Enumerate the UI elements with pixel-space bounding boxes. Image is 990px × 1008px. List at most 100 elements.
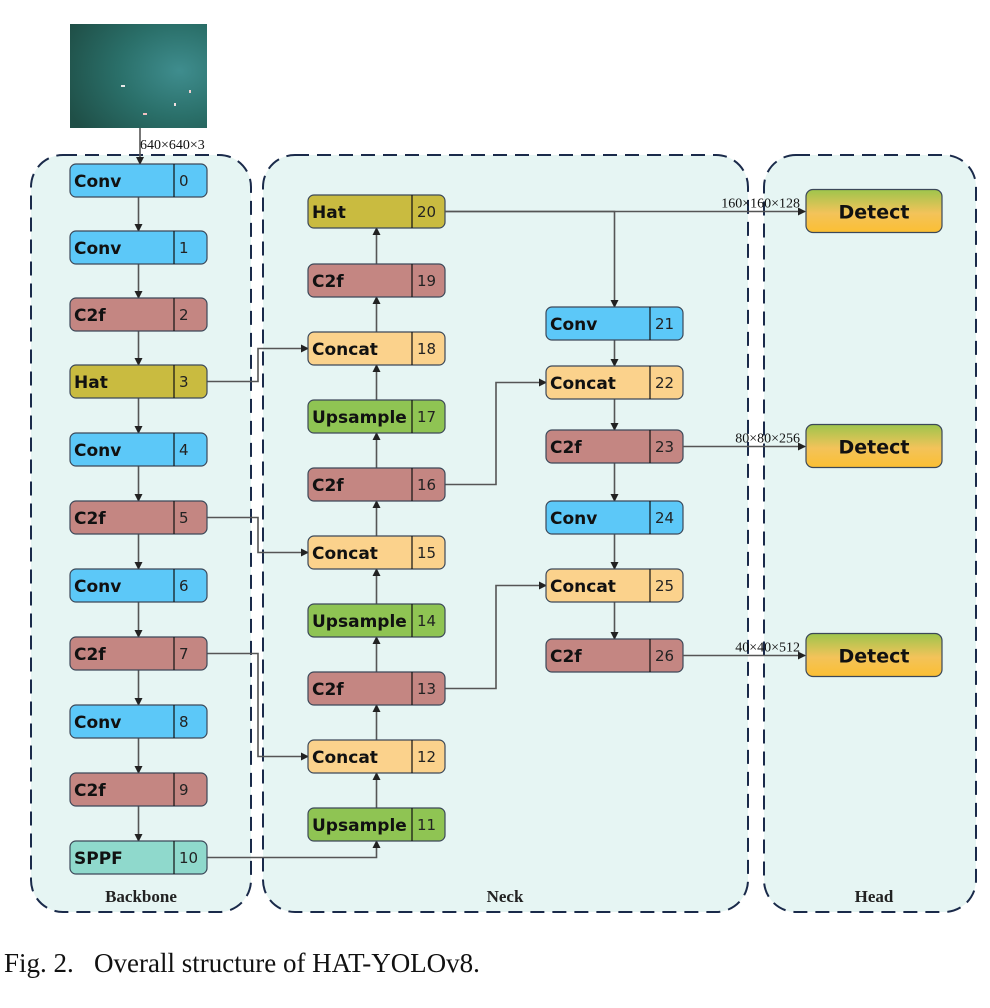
block-index: 18 xyxy=(417,340,436,358)
block-index: 20 xyxy=(417,203,436,221)
edge-10-11 xyxy=(207,840,381,859)
block-label: Conv xyxy=(550,509,597,529)
block-c2f-23: C2f 23 xyxy=(545,429,684,464)
block-index: 21 xyxy=(655,315,674,333)
block-label: C2f xyxy=(312,680,344,700)
block-conv-4: Conv 4 xyxy=(69,432,208,467)
block-label: Hat xyxy=(312,203,346,223)
block-c2f-16: C2f 16 xyxy=(307,467,446,502)
output-size-label-0: 160×160×128 xyxy=(721,197,800,212)
block-index: 6 xyxy=(179,577,189,595)
block-index: 24 xyxy=(655,509,674,527)
block-label: C2f xyxy=(550,438,582,458)
detect-label: Detect xyxy=(839,202,910,224)
block-index: 11 xyxy=(417,816,436,834)
block-label: Concat xyxy=(550,577,616,597)
section-label-head: Head xyxy=(855,887,894,906)
panel-head xyxy=(763,154,977,913)
block-label: SPPF xyxy=(74,849,123,869)
block-conv-24: Conv 24 xyxy=(545,500,684,535)
block-c2f-13: C2f 13 xyxy=(307,671,446,706)
block-label: Concat xyxy=(550,374,616,394)
block-sppf-10: SPPF 10 xyxy=(69,840,208,875)
block-index: 2 xyxy=(179,306,189,324)
detect-label: Detect xyxy=(839,437,910,459)
block-label: C2f xyxy=(74,781,106,801)
block-c2f-9: C2f 9 xyxy=(69,772,208,807)
edge-3-18 xyxy=(207,344,309,383)
figure-caption: Fig. 2. Overall structure of HAT-YOLOv8. xyxy=(4,948,480,978)
block-index: 13 xyxy=(417,680,436,698)
block-label: Conv xyxy=(550,315,597,335)
block-index: 8 xyxy=(179,713,189,731)
block-concat-25: Concat 25 xyxy=(545,568,684,603)
block-conv-6: Conv 6 xyxy=(69,568,208,603)
block-label: Conv xyxy=(74,577,121,597)
block-conv-8: Conv 8 xyxy=(69,704,208,739)
block-c2f-2: C2f 2 xyxy=(69,297,208,332)
block-label: Conv xyxy=(74,713,121,733)
output-size-label-2: 40×40×512 xyxy=(735,641,800,656)
block-index: 4 xyxy=(179,441,189,459)
block-label: C2f xyxy=(312,476,344,496)
block-label: Concat xyxy=(312,340,378,360)
block-index: 3 xyxy=(179,373,189,391)
section-label-neck: Neck xyxy=(487,887,524,906)
input-image xyxy=(70,24,207,128)
block-label: Conv xyxy=(74,239,121,259)
block-label: Concat xyxy=(312,544,378,564)
block-index: 25 xyxy=(655,577,674,595)
edge-7-12 xyxy=(207,652,309,761)
detect-label: Detect xyxy=(839,646,910,668)
block-conv-0: Conv 0 xyxy=(69,163,208,198)
block-index: 12 xyxy=(417,748,436,766)
block-concat-15: Concat 15 xyxy=(307,535,446,570)
block-label: C2f xyxy=(74,509,106,529)
block-concat-12: Concat 12 xyxy=(307,739,446,774)
detect-head-0: Detect xyxy=(805,188,943,234)
block-conv-21: Conv 21 xyxy=(545,306,684,341)
edge-16-22 xyxy=(445,378,547,486)
block-upsample-11: Upsample 11 xyxy=(307,807,446,842)
block-c2f-5: C2f 5 xyxy=(69,500,208,535)
block-label: Upsample xyxy=(312,408,407,428)
block-index: 5 xyxy=(179,509,189,527)
block-label: Concat xyxy=(312,748,378,768)
block-label: Hat xyxy=(74,373,108,393)
block-index: 0 xyxy=(179,172,189,190)
block-label: Conv xyxy=(74,172,121,192)
block-c2f-7: C2f 7 xyxy=(69,636,208,671)
detect-head-2: Detect xyxy=(805,632,943,678)
block-index: 10 xyxy=(179,849,198,867)
block-hat-20: Hat 20 xyxy=(307,194,446,229)
block-index: 1 xyxy=(179,239,189,257)
input-size-label: 640×640×3 xyxy=(140,138,205,153)
block-label: C2f xyxy=(74,306,106,326)
block-label: Conv xyxy=(74,441,121,461)
block-concat-18: Concat 18 xyxy=(307,331,446,366)
block-label: C2f xyxy=(550,647,582,667)
block-index: 23 xyxy=(655,438,674,456)
block-index: 15 xyxy=(417,544,436,562)
block-hat-3: Hat 3 xyxy=(69,364,208,399)
block-label: Upsample xyxy=(312,816,407,836)
block-label: Upsample xyxy=(312,612,407,632)
block-c2f-26: C2f 26 xyxy=(545,638,684,673)
block-index: 7 xyxy=(179,645,189,663)
block-index: 17 xyxy=(417,408,436,426)
block-index: 22 xyxy=(655,374,674,392)
edge-13-25 xyxy=(445,581,547,690)
block-upsample-17: Upsample 17 xyxy=(307,399,446,434)
block-index: 9 xyxy=(179,781,189,799)
edge-5-15 xyxy=(207,516,309,557)
detect-head-1: Detect xyxy=(805,423,943,469)
block-index: 26 xyxy=(655,647,674,665)
block-index: 19 xyxy=(417,272,436,290)
block-concat-22: Concat 22 xyxy=(545,365,684,400)
block-label: C2f xyxy=(74,645,106,665)
block-conv-1: Conv 1 xyxy=(69,230,208,265)
block-index: 16 xyxy=(417,476,436,494)
